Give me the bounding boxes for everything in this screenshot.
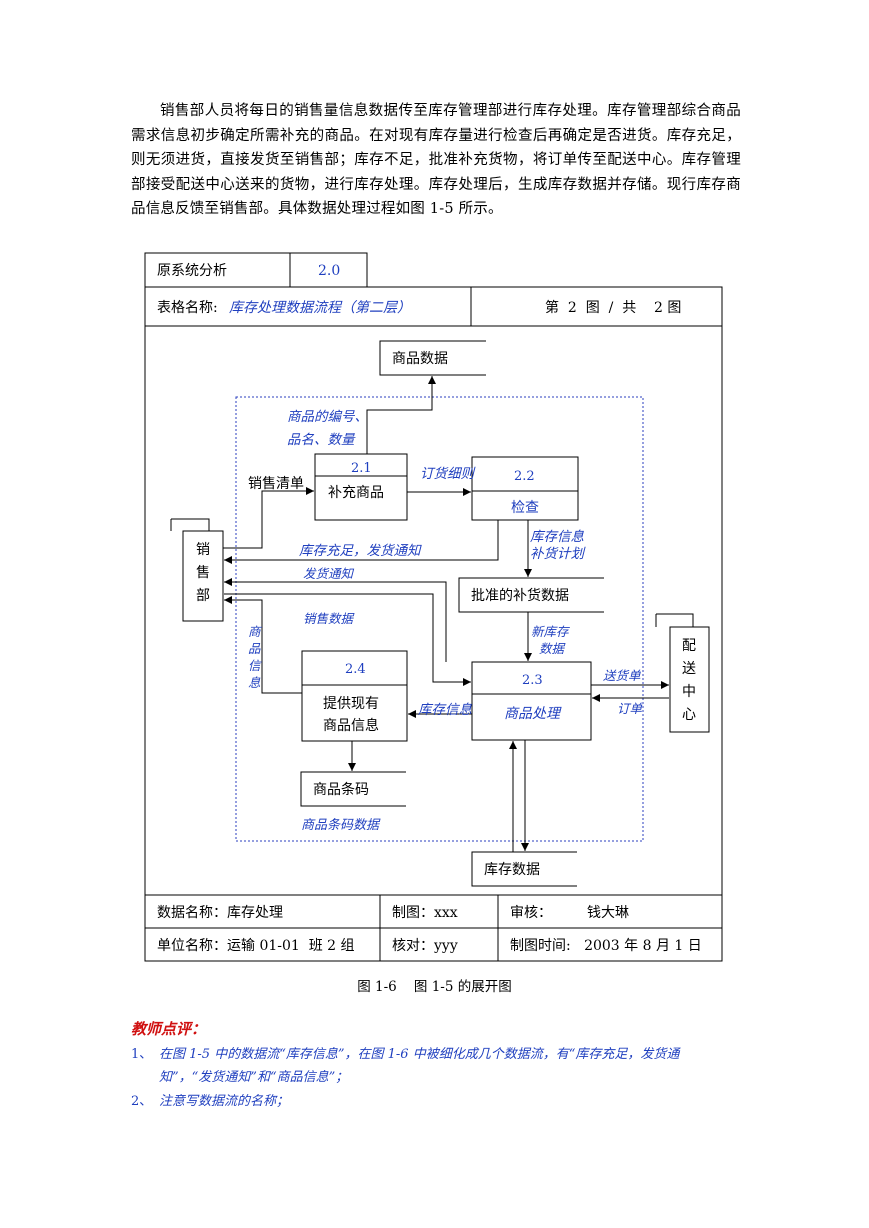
flow-sales-list	[223, 487, 314, 549]
reviewer-name: 钱大琳	[587, 905, 629, 921]
flow-label-new-stock-1: 新库存	[531, 624, 570, 639]
intro-paragraph: 销售部人员将每日的销售量信息数据传至库存管理部进行库存处理。库存管理部综合商品需…	[131, 103, 741, 217]
review-title: 教师点评：	[131, 1020, 207, 1038]
flow-label-stock-info-plan-2: 补货计划	[530, 546, 586, 562]
review-item-2: 2、 注意写数据流的名称；	[131, 1090, 731, 1113]
flow-to-goods	[366, 376, 436, 454]
p21-name: 补充商品	[328, 485, 384, 501]
ext-dist-shape	[669, 626, 710, 733]
flow-label-goods-info-1: 商	[248, 624, 263, 639]
store-approved: 批准的补货数据	[471, 587, 569, 604]
store-goods-shape	[379, 340, 486, 376]
flow-ship-notice	[224, 578, 447, 662]
data-name: 数据名称：库存处理	[157, 905, 283, 921]
review-item-2-text: 注意写数据流的名称；	[159, 1094, 290, 1109]
flow-stock-sufficient	[224, 520, 499, 564]
flow-label-delivery: 送货单	[603, 668, 641, 683]
drawn-by: 制图：xxx	[392, 905, 458, 921]
flow-label-goods-no-1: 商品的编号、	[287, 409, 368, 425]
ext-dist-1: 配	[682, 638, 696, 654]
review-item-1-num: 1、	[131, 1047, 153, 1062]
store-inventory-shape	[471, 851, 577, 887]
draw-time: 制图时间: 2003 年 8 月 1 日	[510, 938, 702, 954]
store-barcode: 商品条码	[313, 781, 369, 798]
reviewer-label: 审核：	[510, 905, 552, 921]
p22-id: 2.2	[514, 469, 535, 484]
store-barcode-shape	[300, 771, 406, 807]
p24-name-2: 商品信息	[323, 717, 379, 734]
system-boundary	[235, 396, 644, 842]
flow-label-stock-info: 库存信息	[418, 702, 472, 718]
ext-sales-1: 销	[196, 542, 210, 558]
p24-id: 2.4	[345, 662, 366, 677]
system-label: 原系统分析	[157, 263, 227, 279]
flow-label-barcode-data: 商品条码数据	[301, 818, 381, 833]
ext-sales-2: 售	[196, 565, 210, 581]
system-no: 2.0	[318, 263, 340, 279]
p24-name-1: 提供现有	[323, 696, 379, 712]
flow-label-new-stock-2: 数据	[539, 641, 567, 656]
flow-label-ship-notice: 发货通知	[303, 566, 355, 581]
review-item-1-text: 在图 1-5 中的数据流“库存信息”，在图 1-6 中被细化成几个数据流，有“库…	[159, 1047, 680, 1085]
p23-id: 2.3	[522, 673, 543, 688]
flow-label-order: 订单	[617, 701, 643, 716]
ext-dist-4: 心	[682, 707, 696, 723]
unit-name: 单位名称：运输 01-01 班 2 组	[157, 938, 355, 954]
flow-label-stock-info-plan-1: 库存信息	[530, 529, 584, 545]
flow-label-goods-info-4: 息	[248, 675, 261, 690]
flow-label-order-detail: 订货细则	[420, 466, 476, 482]
flow-label-goods-info-2: 品	[248, 641, 261, 656]
flow-label-sales-data: 销售数据	[303, 611, 356, 626]
flow-sales-data	[224, 593, 471, 686]
flow-label-stock-sufficient: 库存充足，发货通知	[299, 543, 422, 559]
table-name-value: 库存处理数据流程（第二层）	[229, 300, 411, 316]
form-frame	[144, 252, 723, 962]
p22-name: 检查	[511, 500, 539, 516]
store-goods: 商品数据	[392, 351, 448, 367]
ext-dist-3: 中	[682, 684, 696, 700]
flow-goods-info	[224, 596, 302, 694]
checked-by: 核对：yyy	[392, 938, 458, 954]
ext-sales-shape	[182, 530, 224, 622]
figure-caption: 图 1-6 图 1-5 的展开图	[357, 979, 512, 995]
flow-label-sales-list: 销售清单	[248, 476, 304, 492]
ext-dist-2: 送	[682, 661, 696, 677]
p23-name: 商品处理	[504, 706, 562, 722]
store-approved-shape	[458, 577, 604, 613]
store-inventory: 库存数据	[484, 862, 540, 878]
page-info: 第 2 图 / 共 2 图	[545, 299, 681, 316]
p21-id: 2.1	[351, 461, 372, 476]
review-item-1: 1、 在图 1-5 中的数据流“库存信息”，在图 1-6 中被细化成几个数据流，…	[131, 1043, 731, 1089]
review-item-2-num: 2、	[131, 1094, 153, 1109]
flow-label-goods-info-3: 信	[248, 658, 262, 673]
ext-sales-3: 部	[196, 588, 210, 604]
flow-label-goods-no-2: 品名、数量	[287, 432, 356, 448]
table-name-label: 表格名称:	[157, 300, 218, 316]
